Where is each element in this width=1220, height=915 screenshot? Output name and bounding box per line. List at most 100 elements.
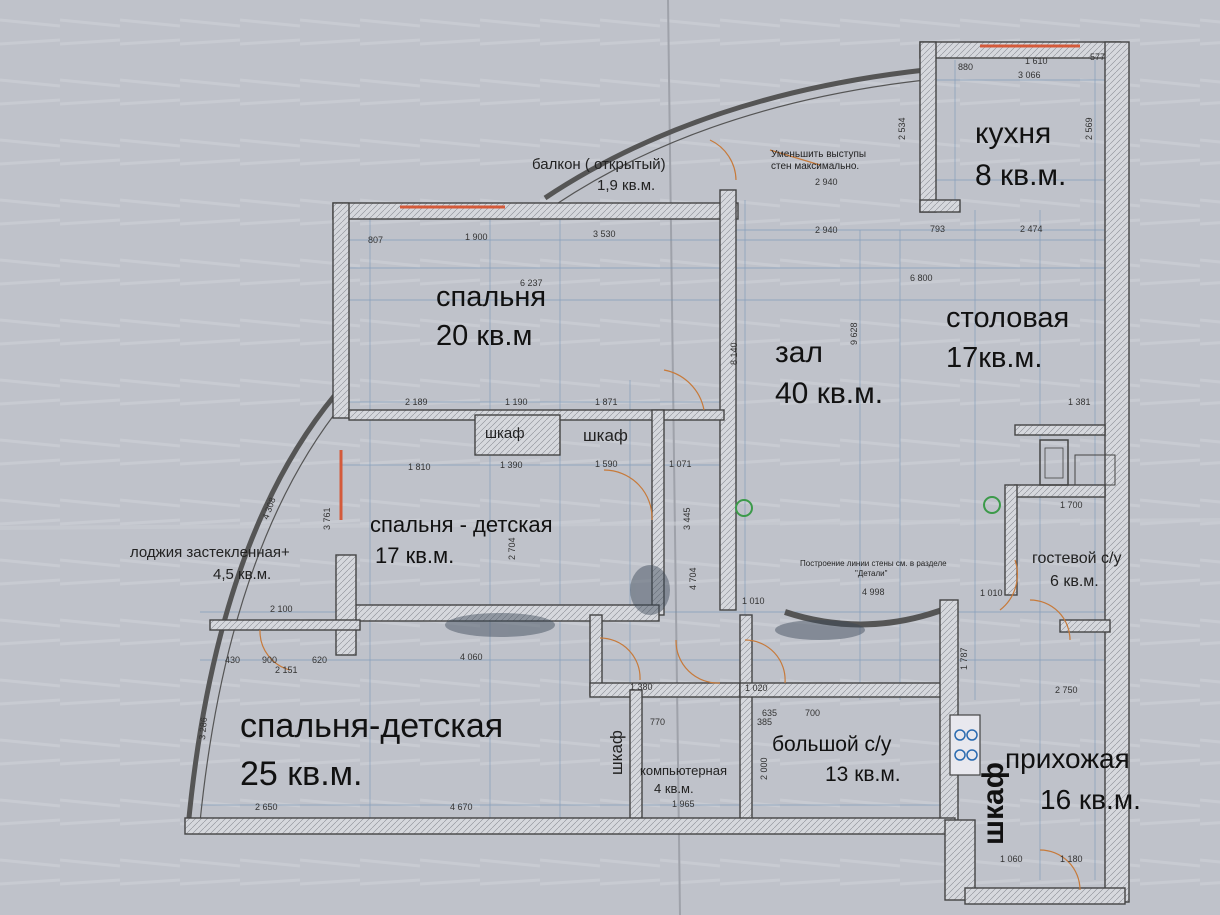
dim-1900: 1 900 [465, 232, 488, 242]
kitchen-name: кухня [975, 117, 1051, 150]
dining-name: столовая [946, 302, 1069, 334]
dim-4060: 4 060 [460, 652, 483, 662]
loggia-name: лоджия застекленная+ [130, 544, 290, 561]
dim-2189: 2 189 [405, 397, 428, 407]
dim-8140: 8 140 [729, 342, 739, 365]
note-wall-1: Построение линии стены см. в разделе [800, 559, 947, 568]
kitchen-area: 8 кв.м. [975, 159, 1066, 192]
dim-2940a: 2 940 [815, 177, 838, 187]
computer-room-area: 4 кв.м. [654, 781, 694, 796]
hall-name: зал [775, 336, 823, 369]
guest-wc-area: 6 кв.м. [1050, 573, 1099, 590]
wardrobe-label-4: шкаф [977, 762, 1010, 845]
dim-880: 880 [958, 62, 973, 72]
dim-1060: 1 060 [1000, 854, 1023, 864]
note-reduce-2: стен максимально. [771, 161, 859, 172]
loggia-area: 4,5 кв.м. [213, 566, 271, 583]
entrance-name: прихожая [1005, 743, 1130, 774]
dim-700: 700 [805, 708, 820, 718]
curved-outer-wall [543, 67, 926, 201]
dim-635: 635 [762, 708, 777, 718]
kids-bedroom-big-name: спальня-детская [240, 707, 503, 745]
dim-2569: 2 569 [1084, 117, 1094, 140]
wardrobe-label-2: шкаф [583, 426, 628, 445]
wardrobe-label-1: шкаф [485, 425, 525, 442]
dim-3066: 3 066 [1018, 70, 1041, 80]
bedroom-top-area: 20 кв.м [436, 320, 532, 352]
balcony-name: балкон ( открытый) [532, 156, 666, 173]
dimension-labels: 880 1 610 577 3 066 2 534 2 569 2 940 2 … [197, 52, 1105, 864]
dim-2100: 2 100 [270, 604, 293, 614]
dim-4670: 4 670 [450, 802, 473, 812]
fixtures [735, 439, 1116, 776]
column-icon [735, 499, 753, 517]
dim-1380: 1 380 [630, 682, 653, 692]
dim-4998: 4 998 [862, 587, 885, 597]
sink-icon [1074, 454, 1116, 486]
big-bathroom-name: большой с/у [772, 733, 892, 756]
dim-9628: 9 628 [849, 322, 859, 345]
dim-577: 577 [1090, 52, 1105, 62]
curved-partition [784, 602, 957, 628]
dim-1190: 1 190 [505, 397, 528, 407]
paper-fold [667, 0, 681, 915]
dim-770: 770 [650, 717, 665, 727]
computer-room-name: компьютерная [640, 763, 727, 778]
dim-2940b: 2 940 [815, 225, 838, 235]
dim-3530: 3 530 [593, 229, 616, 239]
entrance-area: 16 кв.м. [1040, 784, 1141, 815]
dim-1871: 1 871 [595, 397, 618, 407]
dim-3286: 3 286 [197, 717, 209, 740]
dim-1787: 1 787 [959, 647, 969, 670]
dim-4704: 4 704 [688, 567, 698, 590]
big-bathroom-area: 13 кв.м. [825, 763, 901, 786]
dim-430: 430 [225, 655, 240, 665]
kids-bedroom-mid-name: спальня - детская [370, 512, 553, 537]
dim-2650: 2 650 [255, 802, 278, 812]
stove-icon [949, 714, 981, 776]
dim-2151: 2 151 [275, 665, 298, 675]
curved-loggia-wall [185, 393, 337, 829]
hall-area: 40 кв.м. [775, 377, 883, 410]
guest-wc-name: гостевой с/у [1032, 550, 1121, 567]
dim-1590: 1 590 [595, 459, 618, 469]
dining-area: 17кв.м. [946, 342, 1042, 374]
ink-smudges [445, 565, 865, 640]
dim-1700: 1 700 [1060, 500, 1083, 510]
dim-1010a: 1 010 [742, 596, 765, 606]
windows [339, 44, 1080, 520]
dim-3445: 3 445 [682, 507, 692, 530]
dim-6237: 6 237 [520, 278, 543, 288]
dim-385: 385 [757, 717, 772, 727]
dim-1020: 1 020 [745, 683, 768, 693]
dim-793: 793 [930, 224, 945, 234]
curved-loggia-wall-inner [199, 401, 345, 823]
kids-bedroom-big-area: 25 кв.м. [240, 755, 362, 793]
dim-1965: 1 965 [672, 799, 695, 809]
column-icon [983, 496, 1001, 514]
dim-807: 807 [368, 235, 383, 245]
bathtub-icon [1039, 439, 1069, 486]
kids-bedroom-mid-area: 17 кв.м. [375, 543, 454, 568]
dim-2704: 2 704 [507, 537, 517, 560]
dim-1390: 1 390 [500, 460, 523, 470]
dim-1180: 1 180 [1060, 854, 1083, 864]
note-reduce-1: Уменьшить выступы [771, 149, 866, 160]
dim-3761: 3 761 [322, 507, 332, 530]
wardrobe-label-3: шкаф [607, 730, 626, 775]
dim-1381: 1 381 [1068, 397, 1091, 407]
dim-2534: 2 534 [897, 117, 907, 140]
dim-2474: 2 474 [1020, 224, 1043, 234]
dim-2000: 2 000 [759, 757, 769, 780]
curved-outer-wall-inner [554, 79, 926, 206]
dim-900: 900 [262, 655, 277, 665]
doors [259, 139, 1081, 891]
dim-2750: 2 750 [1055, 685, 1078, 695]
note-wall-2: "Детали" [855, 569, 888, 578]
dim-1071: 1 071 [669, 459, 692, 469]
dim-620: 620 [312, 655, 327, 665]
dim-1810: 1 810 [408, 462, 431, 472]
bedroom-top-name: спальня [436, 281, 546, 313]
